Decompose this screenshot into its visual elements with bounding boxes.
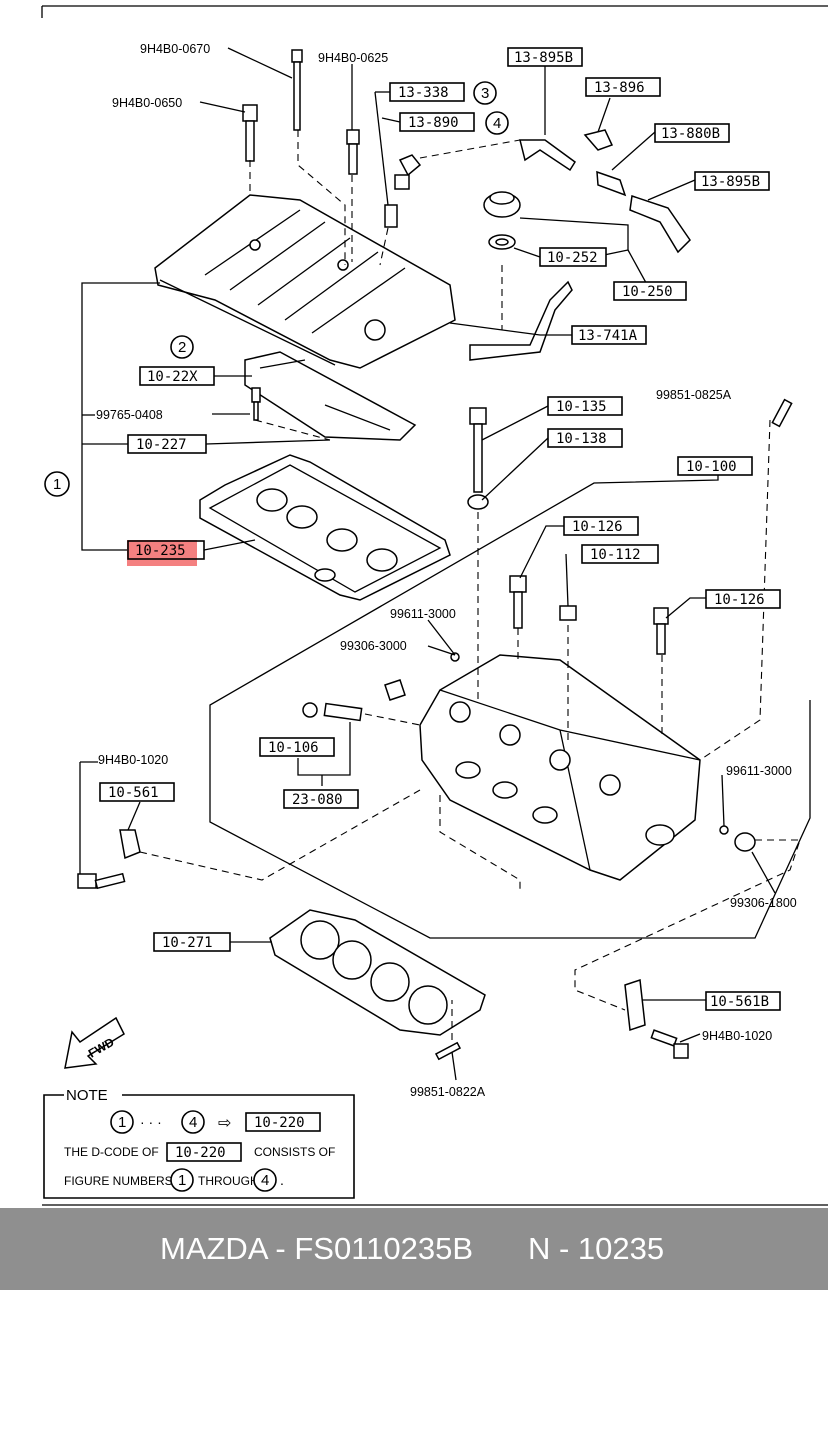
label-99611-3000-a[interactable]: 99611-3000 [390, 607, 456, 621]
box-label: 13-890 [408, 115, 459, 131]
box-10-250[interactable]: 10-250 [613, 281, 687, 301]
note-heading: NOTE [66, 1087, 108, 1104]
cylinder-head [419, 654, 701, 881]
box-10-106[interactable]: 10-106 [259, 737, 335, 757]
box-label: 10-227 [136, 437, 187, 453]
note-dots: · · · [140, 1114, 162, 1130]
box-10-271[interactable]: 10-271 [153, 932, 231, 952]
note-range-to: 4 [189, 1114, 197, 1131]
label-99765-0408[interactable]: 99765-0408 [96, 408, 163, 422]
box-10-138[interactable]: 10-138 [547, 428, 623, 448]
label-9h4b0-0625[interactable]: 9H4B0-0625 [318, 51, 388, 65]
box-13-895b-a[interactable]: 13-895B [507, 47, 583, 67]
box-10-100[interactable]: 10-100 [677, 456, 753, 476]
label-9h4b0-0670[interactable]: 9H4B0-0670 [140, 42, 210, 56]
box-label: 13-895B [514, 50, 573, 66]
box-label: 10-138 [556, 431, 607, 447]
circled-number-text: 1 [53, 476, 61, 493]
label-99851-0825a[interactable]: 99851-0825A [656, 388, 732, 402]
label-9h4b0-1020-a[interactable]: 9H4B0-1020 [98, 753, 168, 767]
reference-lines [139, 130, 801, 1040]
box-label: 10-271 [162, 935, 213, 951]
box-label: 13-895B [701, 174, 760, 190]
box-label: 10-252 [547, 250, 598, 266]
circled-number-4[interactable]: 4 [485, 111, 509, 135]
box-label: 10-135 [556, 399, 607, 415]
box-10-126-a[interactable]: 10-126 [563, 516, 639, 536]
note-box: NOTE 1 · · · 4 ⇨ 10-220 THE D-CODE OF 10… [43, 1087, 355, 1199]
label-99851-0822a[interactable]: 99851-0822A [410, 1085, 486, 1099]
footer-brand-part: MAZDA - FS0110235B [160, 1231, 474, 1266]
circled-number-text: 2 [178, 339, 186, 356]
box-13-896[interactable]: 13-896 [585, 77, 661, 97]
box-10-252[interactable]: 10-252 [539, 247, 607, 267]
box-label: 10-561 [108, 785, 159, 801]
note-line2-suffix: CONSISTS OF [254, 1145, 335, 1159]
note-num-from: 1 [178, 1172, 186, 1189]
box-13-890[interactable]: 13-890 [399, 112, 475, 132]
box-label: 10-250 [622, 284, 673, 300]
box-10-135[interactable]: 10-135 [547, 396, 623, 416]
cylinder-head-cover [154, 194, 456, 369]
parts-diagram: 9H4B0-0670 9H4B0-0625 9H4B0-0650 99765-0… [41, 5, 828, 1206]
note-period: . [280, 1172, 284, 1188]
small-parts [77, 652, 756, 1061]
forward-arrow-icon: FWD [64, 1016, 125, 1069]
box-label: 10-112 [590, 547, 641, 563]
label-9h4b0-1020-b[interactable]: 9H4B0-1020 [702, 1029, 772, 1043]
label-99306-3000[interactable]: 99306-3000 [340, 639, 407, 653]
label-99306-1800[interactable]: 99306-1800 [730, 896, 797, 910]
box-10-561[interactable]: 10-561 [99, 782, 175, 802]
box-label: 23-080 [292, 792, 343, 808]
note-arrow: ⇨ [218, 1115, 231, 1132]
label-9h4b0-0650[interactable]: 9H4B0-0650 [112, 96, 182, 110]
box-13-338[interactable]: 13-338 [389, 82, 465, 102]
box-label: 10-561B [710, 994, 769, 1010]
box-label: 13-741A [578, 328, 638, 344]
pcv-valve-and-hoses [384, 129, 691, 361]
oil-filler-cap [483, 191, 521, 250]
box-10-22x[interactable]: 10-22X [139, 366, 215, 386]
leader-lines [79, 47, 811, 1081]
head-cover-gasket [199, 454, 451, 601]
box-13-741a[interactable]: 13-741A [571, 325, 647, 345]
note-line3-mid: THROUGH [198, 1174, 259, 1188]
box-10-126-b[interactable]: 10-126 [705, 589, 781, 609]
note-num-to: 4 [261, 1172, 269, 1189]
highlight-10-235 [127, 540, 197, 566]
circled-number-text: 3 [481, 85, 489, 102]
note-range-from: 1 [118, 1114, 126, 1131]
note-line2-prefix: THE D-CODE OF [64, 1145, 159, 1159]
circled-number-2[interactable]: 2 [170, 335, 194, 359]
box-label: 13-896 [594, 80, 645, 96]
box-label: 10-100 [686, 459, 737, 475]
spark-plug-cover-gasket [244, 351, 417, 441]
circled-number-1[interactable]: 1 [44, 471, 70, 497]
box-label: 13-880B [661, 126, 720, 142]
circled-number-3[interactable]: 3 [473, 81, 497, 105]
label-99611-3000-b[interactable]: 99611-3000 [726, 764, 792, 778]
box-13-895b-b[interactable]: 13-895B [694, 171, 770, 191]
box-label: 10-235 [135, 543, 186, 559]
note-code-2: 10-220 [175, 1145, 226, 1161]
box-13-880b[interactable]: 13-880B [654, 123, 730, 143]
box-label: 10-126 [714, 592, 765, 608]
footer-ref: N - 10235 [528, 1231, 665, 1266]
box-label: 10-126 [572, 519, 623, 535]
box-10-112[interactable]: 10-112 [581, 544, 659, 564]
part-number-footer: MAZDA - FS0110235B N - 10235 [0, 1208, 828, 1290]
box-10-561b[interactable]: 10-561B [705, 991, 781, 1011]
cylinder-head-gasket [269, 909, 486, 1036]
circled-number-text: 4 [493, 115, 501, 132]
cover-bolts [242, 49, 360, 175]
box-label: 10-22X [147, 369, 198, 385]
box-label: 13-338 [398, 85, 449, 101]
note-code-1: 10-220 [254, 1115, 305, 1131]
box-23-080[interactable]: 23-080 [283, 789, 359, 809]
note-line3-prefix: FIGURE NUMBERS [64, 1174, 173, 1188]
box-10-227[interactable]: 10-227 [127, 434, 207, 454]
box-10-235[interactable]: 10-235 [127, 540, 205, 560]
box-label: 10-106 [268, 740, 319, 756]
